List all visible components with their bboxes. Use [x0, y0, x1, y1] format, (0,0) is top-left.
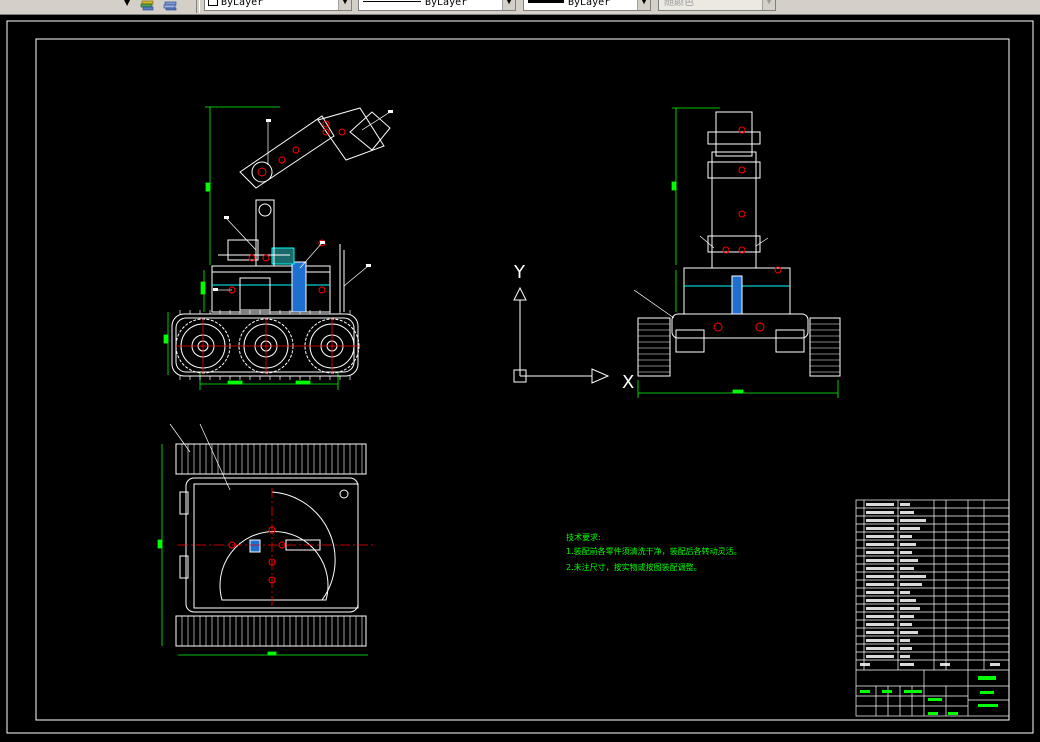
lineweight-control-combo[interactable]: ByLayer ▼: [523, 0, 651, 11]
linetype-sample-icon: [363, 1, 421, 2]
lineweight-sample-icon: [528, 0, 564, 3]
color-control-combo[interactable]: ByLayer ▼: [204, 0, 352, 11]
make-layer-current-icon[interactable]: [140, 0, 155, 11]
chevron-down-icon: ▼: [502, 0, 515, 10]
front-view: [163, 106, 393, 390]
properties-toolbar: ▼ ByLayer ▼ ByLayer ▼ ByLayer ▼ 随颜色 ▼: [0, 0, 1040, 15]
ucs-y-label: Y: [513, 262, 526, 283]
color-combo-value: ByLayer: [221, 0, 264, 8]
tech-req-line-2: 2.未注尺寸，按实物或按图装配调整。: [566, 562, 702, 572]
tech-req-line-1: 1.装配前各零件须清洗干净，装配后各转动灵活。: [566, 546, 742, 556]
chevron-down-icon: ▼: [338, 0, 351, 10]
linetype-combo-value: ByLayer: [425, 0, 468, 8]
plotstyle-control-combo: 随颜色 ▼: [658, 0, 776, 11]
ucs-icon: [513, 286, 610, 384]
sheet-outer-border: [6, 20, 1034, 734]
sheet-inner-frame: [35, 38, 1010, 721]
layer-dropdown-button[interactable]: ▼: [123, 0, 133, 13]
drawing-svg: Y X 技术要求: 1.装配前各零件须清洗干净，装配后各转动灵活。 2.未注尺寸…: [6, 20, 1034, 734]
model-space-canvas[interactable]: Y X 技术要求: 1.装配前各零件须清洗干净，装配后各转动灵活。 2.未注尺寸…: [0, 15, 1040, 742]
tech-req-title: 技术要求:: [566, 532, 601, 542]
top-view: [157, 423, 374, 656]
lineweight-combo-value: ByLayer: [568, 0, 611, 8]
linetype-control-combo[interactable]: ByLayer ▼: [358, 0, 516, 11]
ucs-x-label: X: [622, 372, 634, 393]
title-block: [855, 499, 1010, 717]
technical-requirements: 技术要求: 1.装配前各零件须清洗干净，装配后各转动灵活。 2.未注尺寸，按实物…: [566, 532, 742, 572]
chevron-down-icon: ▼: [762, 0, 775, 10]
layer-previous-icon[interactable]: [163, 0, 178, 11]
toolbar-separator: [196, 0, 200, 13]
chevron-down-icon: ▼: [124, 0, 131, 7]
color-swatch-icon: [208, 0, 218, 6]
side-view: [633, 107, 841, 398]
plotstyle-combo-value: 随颜色: [664, 0, 694, 8]
chevron-down-icon: ▼: [637, 0, 650, 10]
